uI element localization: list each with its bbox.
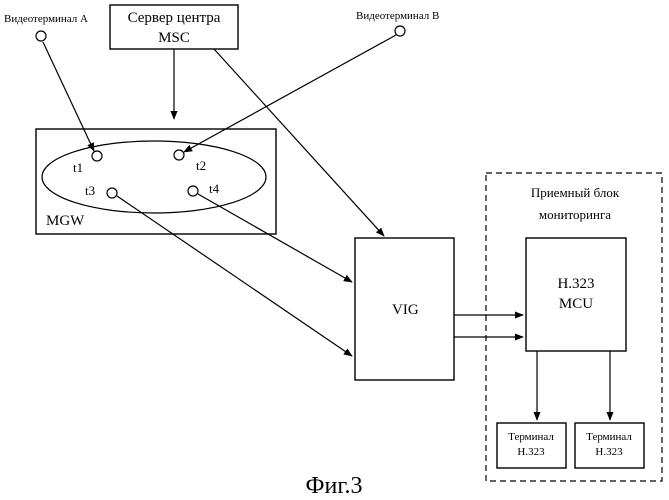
port-t4 xyxy=(188,186,198,196)
mcu-label-2: MCU xyxy=(559,296,593,312)
arrow-terminal-b-to-t2 xyxy=(184,35,396,152)
msc-server-label-1: Сервер центра xyxy=(128,10,221,26)
port-t3 xyxy=(107,188,117,198)
vig-label: VIG xyxy=(392,302,419,318)
figure-caption: Фиг.3 xyxy=(306,473,363,499)
monitoring-block: Приемный блок мониторинга H.323 MCU Терм… xyxy=(486,173,662,481)
video-terminal-a: Видеотерминал A xyxy=(4,13,88,41)
mcu-label-1: H.323 xyxy=(557,276,594,292)
port-t2-label: t2 xyxy=(196,158,206,173)
port-t3-label: t3 xyxy=(85,183,95,198)
mgw-label: MGW xyxy=(46,213,85,229)
port-t2 xyxy=(174,150,184,160)
h323-terminal-2-label-2: H.323 xyxy=(595,446,623,458)
h323-terminal-2-label-1: Терминал xyxy=(586,431,632,443)
video-terminal-a-node xyxy=(36,31,46,41)
video-terminal-a-label: Видеотерминал A xyxy=(4,13,88,25)
video-terminal-b-label: Видеотерминал B xyxy=(356,10,439,22)
msc-server: Сервер центра MSC xyxy=(110,5,238,49)
mcu-box xyxy=(526,238,626,351)
port-t1 xyxy=(92,151,102,161)
monitoring-block-label-2: мониторинга xyxy=(539,207,611,222)
vig: VIG xyxy=(355,238,454,380)
video-terminal-b-node xyxy=(395,26,405,36)
monitoring-block-label-1: Приемный блок xyxy=(531,185,620,200)
h323-terminal-1-label-1: Терминал xyxy=(508,431,554,443)
port-t4-label: t4 xyxy=(209,181,220,196)
video-terminal-b: Видеотерминал B xyxy=(356,10,439,36)
msc-server-label-2: MSC xyxy=(158,30,190,46)
h323-terminal-1-label-2: H.323 xyxy=(517,446,545,458)
port-t1-label: t1 xyxy=(73,160,83,175)
